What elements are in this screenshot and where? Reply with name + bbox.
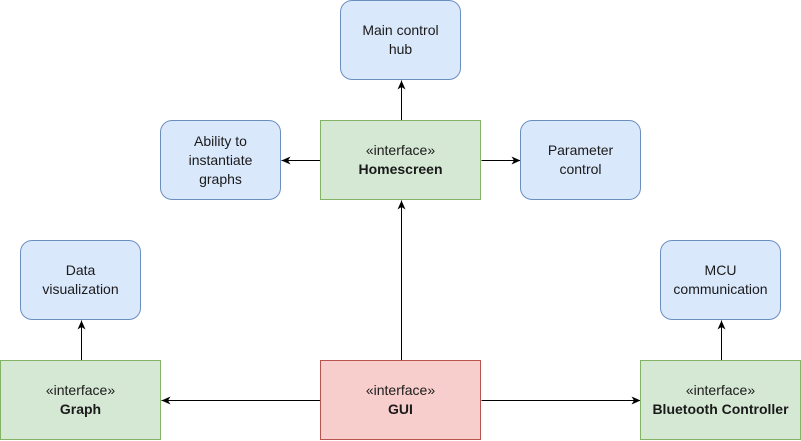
bluetooth-controller-interface: «interface» Bluetooth Controller <box>640 360 801 440</box>
note-line: Ability to <box>194 132 247 149</box>
note-line: visualization <box>42 281 119 297</box>
stereotype-label: «interface» <box>45 382 116 398</box>
interface-name: Graph <box>59 401 102 417</box>
note-line: communication <box>673 281 768 297</box>
note-line: MCU <box>704 262 737 278</box>
stereotype-label: «interface» <box>365 382 436 398</box>
note-line: graphs <box>199 170 242 187</box>
note-line: instantiate <box>188 151 253 168</box>
stereotype-label: «interface» <box>685 382 756 398</box>
note-line: Main control <box>362 22 439 38</box>
main-control-hub-note: Main control hub <box>340 0 461 80</box>
note-line: hub <box>388 41 413 57</box>
parameter-control-note: Parameter control <box>520 120 641 200</box>
interface-name: Bluetooth Controller <box>652 401 789 417</box>
note-line: Data <box>65 262 96 278</box>
interface-name: Homescreen <box>358 161 443 177</box>
note-line: Parameter <box>547 142 614 158</box>
graph-interface: «interface» Graph <box>0 360 161 440</box>
note-line: control <box>559 161 602 177</box>
instantiate-graphs-note: Ability to instantiate graphs <box>160 120 281 200</box>
gui-interface: «interface» GUI <box>320 360 481 440</box>
stereotype-label: «interface» <box>365 142 436 158</box>
edges-group <box>77 80 726 405</box>
interface-name: GUI <box>388 401 413 417</box>
homescreen-interface: «interface» Homescreen <box>320 120 481 200</box>
mcu-communication-note: MCU communication <box>660 240 781 320</box>
data-visualization-note: Data visualization <box>20 240 141 320</box>
